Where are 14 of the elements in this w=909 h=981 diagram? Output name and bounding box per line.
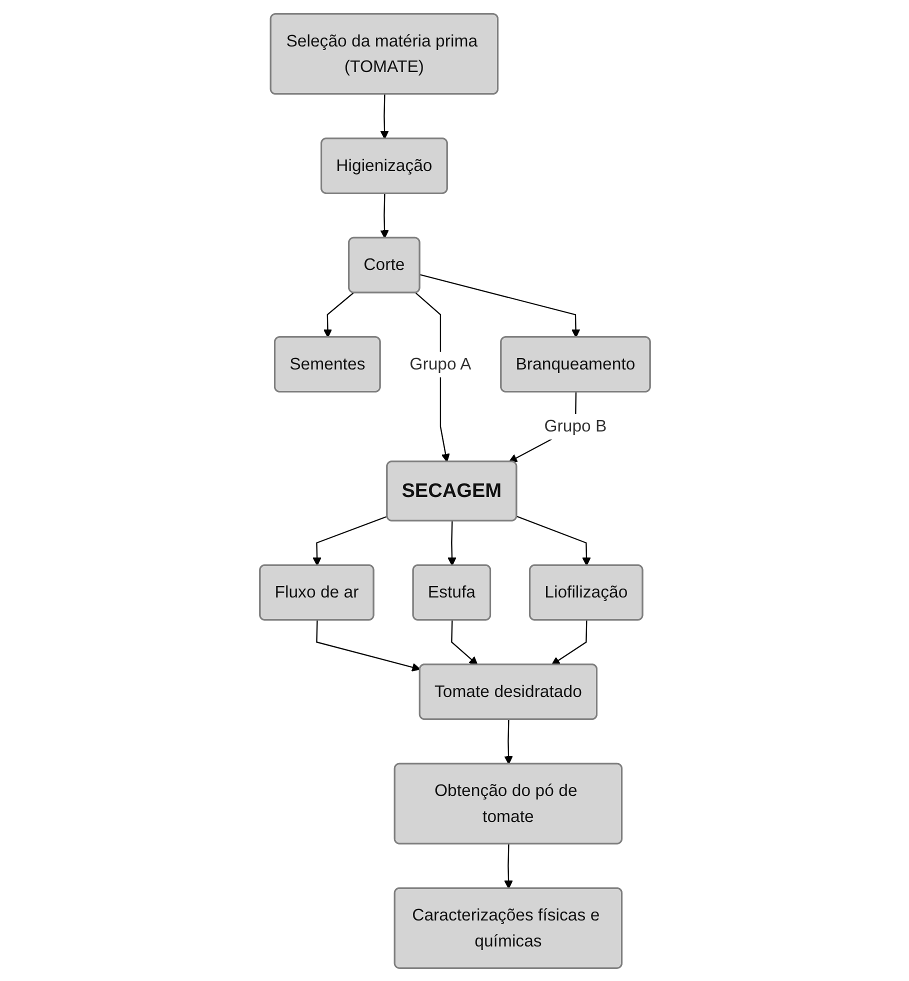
arrow	[504, 719, 512, 764]
arrow	[312, 515, 388, 566]
edge-label: Grupo A	[409, 354, 471, 373]
edge-label: Grupo B	[544, 416, 606, 436]
arrow	[322, 292, 354, 338]
arrow	[419, 274, 580, 338]
arrow	[380, 193, 388, 238]
arrow	[316, 620, 420, 671]
arrow	[380, 94, 388, 139]
arrow	[550, 620, 587, 665]
arrow	[447, 520, 456, 566]
arrow	[450, 620, 478, 665]
arrow	[516, 515, 590, 566]
arrow	[504, 844, 512, 888]
